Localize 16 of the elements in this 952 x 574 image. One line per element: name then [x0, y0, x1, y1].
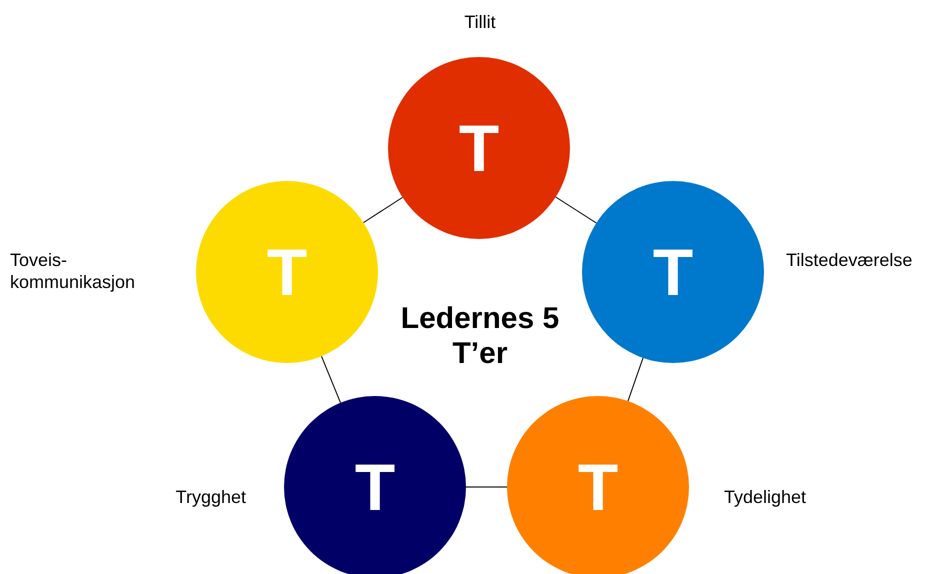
connector-line — [320, 356, 342, 404]
circle-letter: T — [266, 239, 308, 305]
circle-caption: Toveis- kommunikasjon — [10, 250, 136, 294]
circle-letter: T — [578, 454, 618, 520]
connector-line — [627, 357, 644, 402]
circle-caption: Tillit — [463, 12, 497, 34]
connector-line — [555, 196, 597, 224]
connector-line — [362, 196, 404, 224]
connector-line — [466, 486, 508, 488]
circle-caption: Tilstedeværelse — [786, 250, 914, 272]
center-title: Ledernes 5 T’er — [400, 302, 560, 371]
circle-caption: Trygghet — [174, 487, 246, 509]
circle-letter: T — [354, 454, 396, 520]
circle-letter: T — [652, 239, 694, 305]
circle-letter: T — [458, 115, 500, 181]
circle-caption: Tydelighet — [724, 487, 808, 509]
